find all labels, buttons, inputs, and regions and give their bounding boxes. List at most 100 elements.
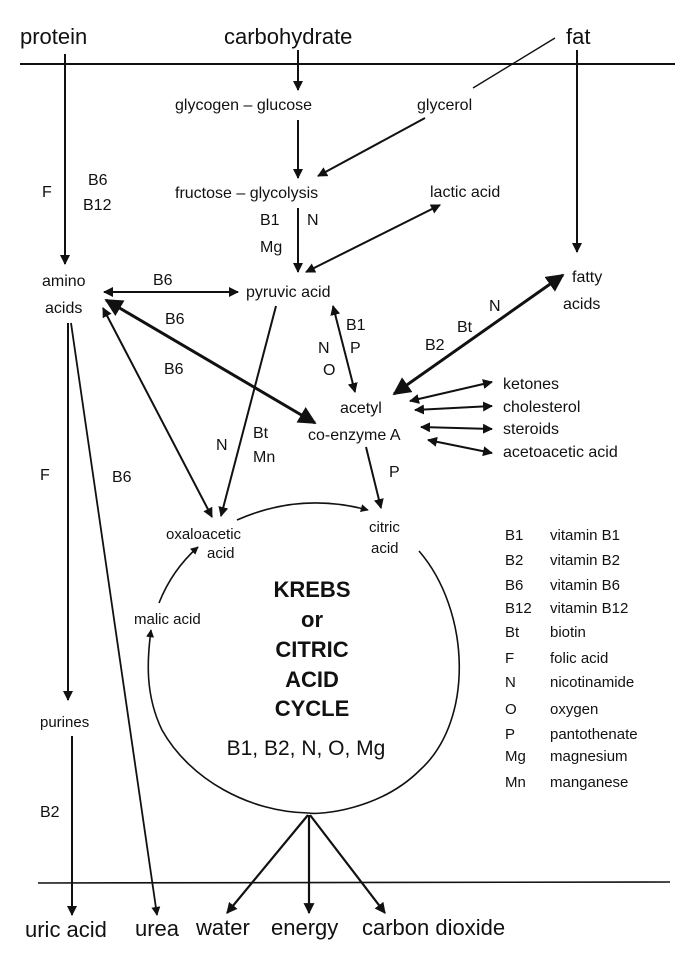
cycle-title-line-2: or [301, 607, 323, 632]
legend-meaning: biotin [550, 624, 586, 641]
label-F-protein: F [42, 184, 52, 201]
legend-abbr: Mg [505, 748, 526, 765]
arrow-amino-oxaloacetic [102, 307, 213, 518]
legend-row: B1 vitamin B1 [505, 527, 620, 544]
node-fatty-acids: acids [563, 296, 600, 313]
input-protein: protein [20, 24, 87, 49]
arrow-coenzyme-steroids [420, 422, 493, 434]
node-oxaloacetic: oxaloacetic [166, 526, 242, 543]
legend-abbr: B6 [505, 577, 523, 594]
arrow-pyruvic-acetyl [330, 305, 358, 393]
node-fatty: fatty [572, 269, 602, 286]
node-malic-acid: malic acid [134, 611, 201, 628]
node-cholesterol: cholesterol [503, 399, 580, 416]
legend-abbr: Mn [505, 774, 526, 791]
node-acetoacetic-acid: acetoacetic acid [503, 444, 618, 461]
node-acids: acids [45, 300, 82, 317]
arc-citric-around-cycle [146, 550, 461, 815]
output-urea: urea [135, 916, 180, 941]
label-B1-glyco: B1 [260, 212, 280, 229]
legend-meaning: magnesium [550, 748, 628, 765]
label-O-pyr-acetyl: O [323, 362, 335, 379]
legend-row: B12 vitamin B12 [505, 600, 628, 617]
legend-row: B2 vitamin B2 [505, 552, 620, 569]
legend: B1 vitamin B1 B2 vitamin B2 B6 vitamin B6 B12 v… [505, 527, 638, 791]
label-B6-protein: B6 [88, 172, 108, 189]
label-B6-amino-urea: B6 [112, 469, 132, 486]
legend-abbr: P [505, 726, 515, 743]
legend-meaning: vitamin B1 [550, 527, 620, 544]
input-carbohydrate: carbohydrate [224, 24, 352, 49]
legend-abbr: O [505, 701, 517, 718]
label-P-acetyl-citric: P [389, 464, 400, 481]
legend-abbr: F [505, 650, 514, 667]
legend-abbr: Bt [505, 624, 520, 641]
label-Bt-pyr-oxalo: Bt [253, 425, 269, 442]
legend-meaning: oxygen [550, 701, 598, 718]
bottom-boundary-line [37, 881, 671, 884]
legend-abbr: B12 [505, 600, 532, 617]
label-B6-amino-acetyl: B6 [165, 311, 185, 328]
output-uric-acid: uric acid [25, 917, 107, 942]
node-citric: citric [369, 519, 400, 536]
arrow-coenzyme-to-citric [365, 446, 384, 509]
arrow-cycle-to-water [226, 814, 309, 914]
node-glycerol: glycerol [417, 97, 472, 114]
label-N-pyr-acetyl: N [318, 340, 330, 357]
legend-meaning: manganese [550, 774, 628, 791]
legend-row: Mg magnesium [505, 748, 628, 765]
arrow-pyruvic-lactic [305, 204, 441, 273]
output-carbon-dioxide: carbon dioxide [362, 915, 505, 940]
arc-oxaloacetic-to-citric [236, 502, 369, 521]
node-citric-acid: acid [371, 540, 399, 557]
cycle-title-line-5: CYCLE [275, 696, 350, 721]
arrow-amino-coenzyme [104, 298, 317, 425]
cycle-title-line-4: ACID [285, 667, 339, 692]
legend-meaning: folic acid [550, 650, 608, 667]
arrow-glycerol-to-fructose [317, 117, 426, 177]
legend-abbr: B1 [505, 527, 523, 544]
node-lactic-acid: lactic acid [430, 184, 500, 201]
output-energy: energy [271, 915, 338, 940]
input-fat: fat [566, 24, 590, 49]
legend-abbr: N [505, 674, 516, 691]
legend-meaning: nicotinamide [550, 674, 634, 691]
legend-row: B6 vitamin B6 [505, 577, 620, 594]
legend-abbr: B2 [505, 552, 523, 569]
label-B12-protein: B12 [83, 197, 112, 214]
arc-malic-to-oxaloacetic [158, 546, 199, 604]
line-fat-to-glycerol [472, 37, 556, 89]
node-amino: amino [42, 273, 86, 290]
label-F-amino-purines: F [40, 467, 50, 484]
label-B6-amino-oxalo: B6 [164, 361, 184, 378]
arrow-cycle-to-carbon-dioxide [309, 814, 386, 914]
label-Bt-fatty: Bt [457, 319, 473, 336]
arrow-acetyl-cholesterol [414, 401, 493, 415]
legend-meaning: vitamin B6 [550, 577, 620, 594]
cycle-title-line-3: CITRIC [275, 637, 348, 662]
label-P-pyr-acetyl: P [350, 340, 361, 357]
legend-row: Bt biotin [505, 624, 586, 641]
node-glycogen-glucose: glycogen – glucose [175, 97, 312, 114]
label-Mn-pyr-oxalo: Mn [253, 449, 275, 466]
label-N-glyco: N [307, 212, 319, 229]
arrow-fatty-acids-acetyl [392, 273, 565, 396]
node-fructose-glycolysis: fructose – glycolysis [175, 185, 318, 202]
node-purines: purines [40, 714, 89, 731]
node-ketones: ketones [503, 376, 559, 393]
legend-meaning: pantothenate [550, 726, 638, 743]
legend-meaning: vitamin B2 [550, 552, 620, 569]
cycle-title-line-1: KREBS [273, 577, 350, 602]
node-steroids: steroids [503, 421, 559, 438]
arrow-acetyl-ketones [409, 379, 493, 404]
label-Mg-glyco: Mg [260, 239, 282, 256]
legend-meaning: vitamin B12 [550, 600, 628, 617]
arrow-amino-to-urea [70, 322, 161, 916]
output-water: water [195, 915, 250, 940]
label-B2-purines-uric: B2 [40, 804, 60, 821]
label-B1-pyr-acetyl: B1 [346, 317, 366, 334]
